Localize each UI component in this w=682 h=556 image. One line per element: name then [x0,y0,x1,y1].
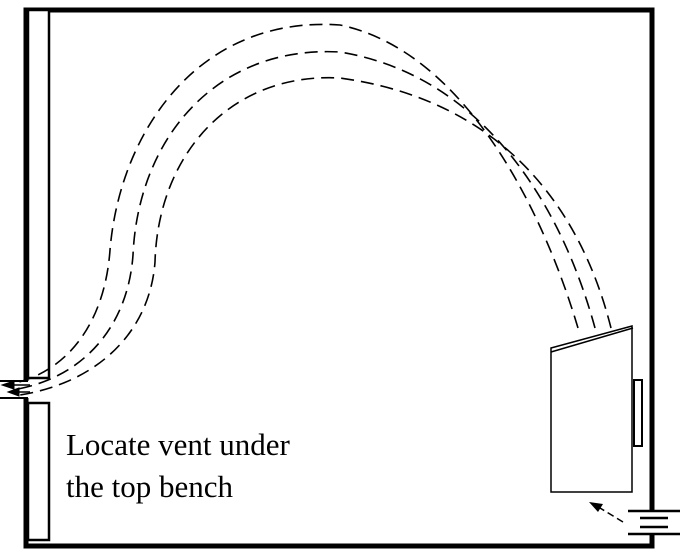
heater-control-panel [633,379,643,447]
caption-line-2: the top bench [66,469,234,504]
intake-vent [628,509,680,536]
outflow-arrowhead-2 [6,387,20,397]
bench-lower [26,401,51,542]
caption-line-1: Locate vent under [66,427,290,462]
vent-instruction-caption: Locate vent under the top bench [66,424,290,508]
intake-arrow-shaft [599,507,624,523]
outflow-arrowhead-1 [0,380,15,390]
intake-arrow [589,502,624,523]
airflow-curves [14,23,612,396]
intake-arrowhead [589,502,603,512]
outflow-arrows [0,380,30,397]
airflow-curve-middle [17,50,596,390]
airflow-curve-outer [14,23,579,384]
room-walls [23,7,655,549]
heater-body [550,325,633,493]
wall-top-right-bottom [23,7,655,549]
bench-upper [26,8,51,380]
heater [550,325,643,493]
heater-top-edge [550,327,634,353]
airflow-curve-inner [19,76,612,396]
